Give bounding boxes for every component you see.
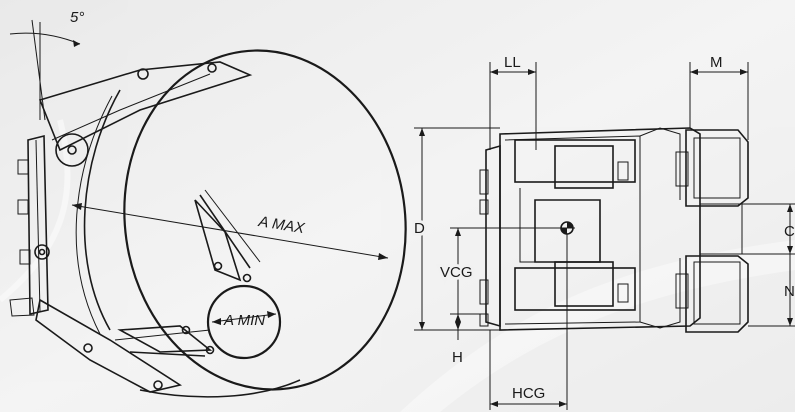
upper-arm <box>38 61 253 167</box>
pad-connector <box>699 203 743 255</box>
mast-plate <box>9 134 49 317</box>
ll-label: LL <box>504 54 521 71</box>
pad-upper <box>675 129 749 207</box>
h-label: H <box>452 349 463 366</box>
n-dimension: N <box>748 254 795 327</box>
inner-clamp-upper <box>194 189 261 283</box>
m-dimension: M <box>689 54 749 140</box>
hcg-dimension: HCG <box>489 234 568 410</box>
tilt-indicator: 5° <box>9 9 84 121</box>
n-label: N <box>784 283 795 300</box>
lower-arm <box>34 244 183 393</box>
h-dimension: H <box>450 313 486 366</box>
ll-dimension: LL <box>489 54 537 150</box>
top-view: LL M D D VCG VCG <box>411 54 795 410</box>
hcg-label: HCG <box>512 385 545 402</box>
d-label-text: D <box>414 220 425 237</box>
side-view: 5° <box>9 9 407 398</box>
c-dimension: C <box>742 203 795 255</box>
vcg-label-text: VCG <box>440 264 473 281</box>
d-dimension: D D <box>411 127 500 331</box>
d-label: D <box>414 220 425 237</box>
inner-clamp-lower <box>114 325 215 357</box>
roll-max <box>75 49 407 398</box>
vcg-label: VCG <box>440 264 473 281</box>
pad-lower <box>675 255 749 333</box>
m-label: M <box>710 54 723 71</box>
c-label: C <box>784 223 795 240</box>
vcg-dimension: VCG VCG <box>437 227 575 330</box>
a-min-label: A MIN <box>223 312 265 329</box>
roll-min: A MIN <box>206 284 282 360</box>
angle-label: 5° <box>70 9 84 26</box>
